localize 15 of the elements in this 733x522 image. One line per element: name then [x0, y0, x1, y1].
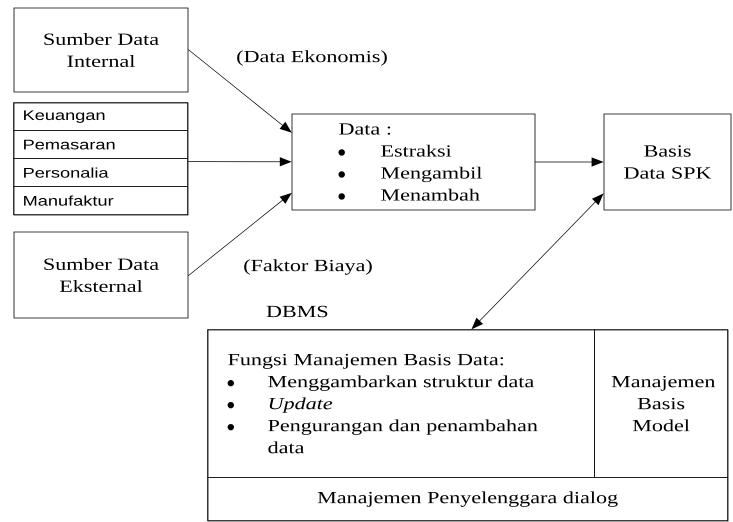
source-box: Sumber Data Eksternal: [14, 232, 188, 318]
list-row: Pemasaran: [13, 130, 188, 159]
model-box: Manajemen Basis Model: [594, 329, 728, 478]
list-box: [14, 102, 188, 216]
dialog-box: Manajemen Penyelenggara dialog: [207, 477, 728, 521]
edge-label: (Faktor Biaya): [242, 258, 374, 276]
list-row: Keuangan: [13, 102, 188, 131]
database-box: Basis Data SPK: [604, 114, 732, 210]
edge-label: (Data Ekonomis): [235, 49, 389, 67]
list-row: Manufaktur: [13, 186, 188, 215]
source-box: Sumber Data Internal: [14, 8, 188, 92]
box-heading: DBMS: [266, 306, 328, 318]
list-row: Personalia: [13, 158, 188, 187]
function-box: Fungsi Manajemen Basis Data: Menggambarkan struktur data Update Pengurangan dan penambahan data: [207, 329, 595, 478]
process-box: Data : Estraksi Mengambil Menambah: [292, 114, 536, 210]
